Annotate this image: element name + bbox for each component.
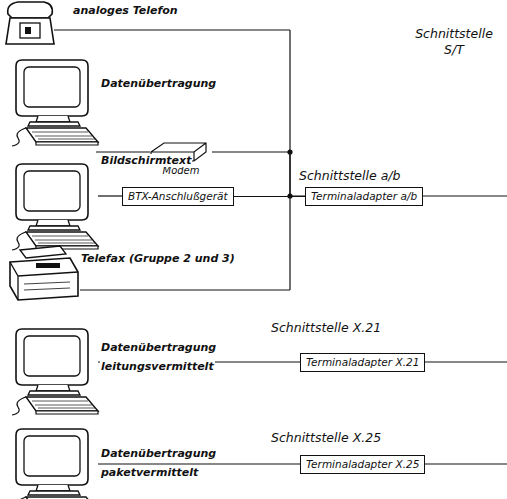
- device-label: Telefax (Gruppe 2 und 3): [80, 252, 236, 265]
- device-label: Bildschirmtext: [100, 154, 192, 167]
- computer-icon: [12, 164, 98, 250]
- computer-icon: [12, 329, 98, 415]
- node-text: Terminaladapter a/b: [311, 191, 417, 202]
- adapter-box: Terminaladapter X.25: [300, 455, 425, 474]
- telephone-icon: [6, 2, 54, 44]
- node-text: Terminaladapter X.25: [306, 459, 419, 470]
- device-label: Datenübertragung: [100, 447, 217, 460]
- device-label: leitungsvermittelt: [100, 360, 215, 373]
- device-label: analoges Telefon: [72, 4, 179, 17]
- adapter-box: Terminaladapter X.21: [300, 353, 425, 372]
- computer-icon: [12, 429, 98, 499]
- interface-label: Schnittstelle X.21: [270, 320, 382, 335]
- device-label: paketvermittelt: [100, 466, 199, 479]
- node-text: Terminaladapter X.21: [306, 357, 419, 368]
- interface-label: Schnittstelle a/b: [298, 168, 401, 183]
- device-label: Datenübertragung: [100, 341, 217, 354]
- connector-line: [234, 196, 305, 197]
- interface-label: Schnittstelle X.25: [270, 430, 382, 445]
- fax-icon: [10, 246, 78, 300]
- node-text: BTX-Anschlußgerät: [128, 191, 228, 202]
- adapter-box: Terminaladapter a/b: [305, 187, 423, 206]
- computer-icon: [12, 60, 98, 146]
- interface-label: Schnittstelle S/T: [408, 26, 500, 59]
- adapter-box: BTX-Anschlußgerät: [122, 187, 234, 206]
- device-label: Datenübertragung: [100, 77, 217, 90]
